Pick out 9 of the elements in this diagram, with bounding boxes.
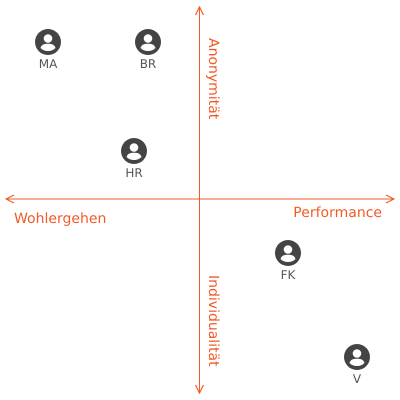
person-label: MA [38, 57, 58, 71]
axis-label: Performance [293, 205, 382, 221]
axis-label: Wohlergehen [14, 211, 106, 227]
axis-label: Anonymität [205, 38, 221, 120]
person-label: HR [125, 166, 143, 180]
person-label: FK [280, 268, 296, 282]
person-label: BR [140, 57, 156, 71]
person-label: V [352, 372, 362, 386]
axis-label: Individualität [205, 275, 221, 367]
